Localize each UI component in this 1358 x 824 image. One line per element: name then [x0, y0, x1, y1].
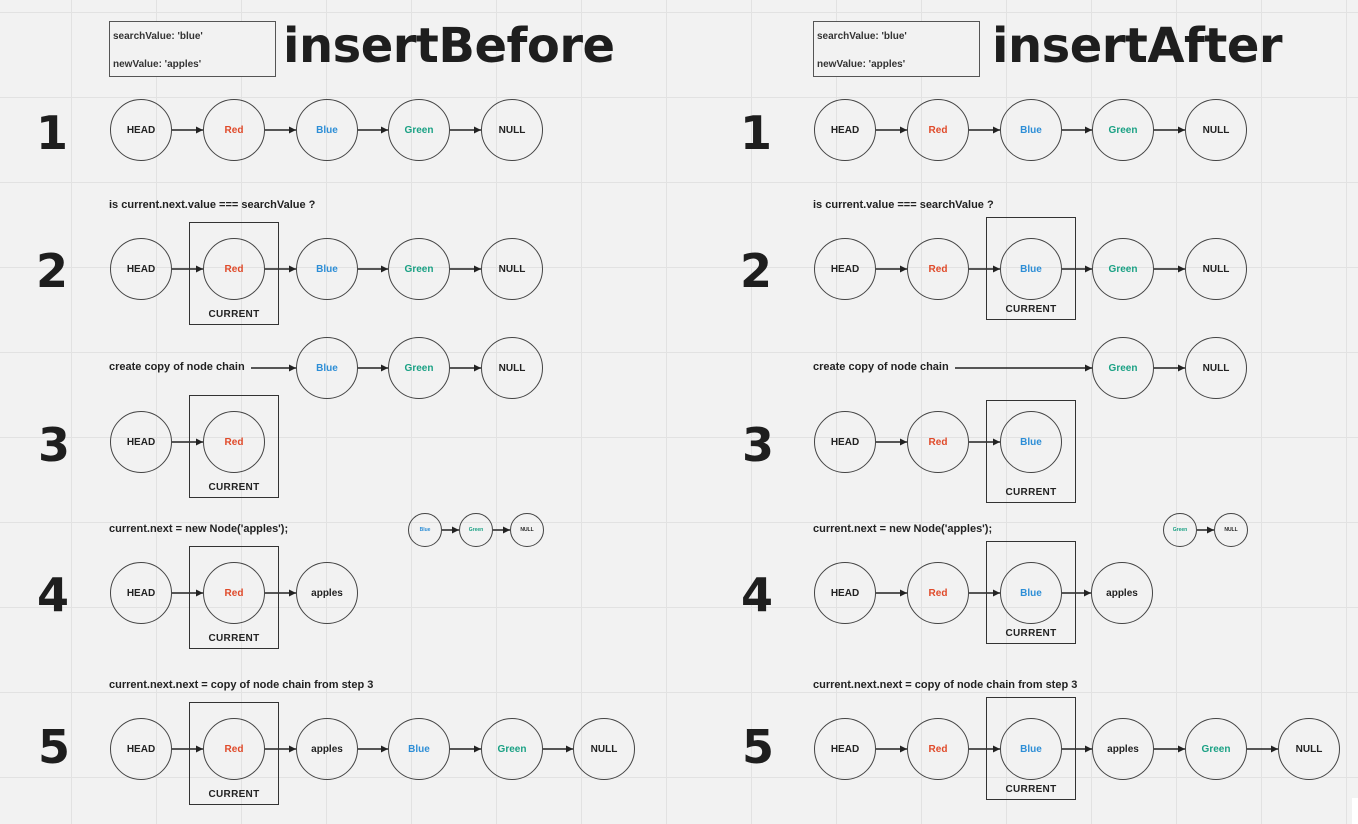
- left-s5-current-frame: CURRENT: [189, 702, 279, 805]
- current-label: CURRENT: [208, 482, 260, 493]
- right-s4-mini-node-green-0: Green: [1163, 513, 1197, 547]
- left-s2-node-red-1: Red: [203, 238, 265, 300]
- current-label: CURRENT: [1005, 628, 1057, 639]
- scroll-indicator[interactable]: [1352, 798, 1358, 824]
- current-label: CURRENT: [1005, 487, 1057, 498]
- left-s3-copy-node-green-1: Green: [388, 337, 450, 399]
- right-s3-copy-node-null-1: NULL: [1185, 337, 1247, 399]
- right-s2-current-frame: CURRENT: [986, 217, 1076, 320]
- right-s1-node-head-0: HEAD: [814, 99, 876, 161]
- left-caption-5: current.next.next = copy of node chain f…: [109, 679, 374, 691]
- right-s4-node-head-0: HEAD: [814, 562, 876, 624]
- right-search-value: searchValue: 'blue': [817, 31, 907, 42]
- left-s4-mini-node-green-1: Green: [459, 513, 493, 547]
- right-s5-current-frame: CURRENT: [986, 697, 1076, 800]
- left-s4-mini-node-null-2: NULL: [510, 513, 544, 547]
- current-label: CURRENT: [208, 633, 260, 644]
- right-s1-node-null-4: NULL: [1185, 99, 1247, 161]
- left-s2-node-head-0: HEAD: [110, 238, 172, 300]
- left-caption-2: is current.next.value === searchValue ?: [109, 199, 316, 211]
- right-s1-node-red-1: Red: [907, 99, 969, 161]
- right-s2-node-null-4: NULL: [1185, 238, 1247, 300]
- left-s2-node-blue-2: Blue: [296, 238, 358, 300]
- left-step-2: 2: [36, 244, 69, 298]
- left-search-value: searchValue: 'blue': [113, 31, 203, 42]
- right-s5-node-green-4: Green: [1185, 718, 1247, 780]
- right-s3-node-red-1: Red: [907, 411, 969, 473]
- left-s1-node-head-0: HEAD: [110, 99, 172, 161]
- right-s5-node-red-1: Red: [907, 718, 969, 780]
- right-s3-current-frame: CURRENT: [986, 400, 1076, 503]
- right-s2-node-green-3: Green: [1092, 238, 1154, 300]
- left-s5-node-green-4: Green: [481, 718, 543, 780]
- right-s1-node-green-3: Green: [1092, 99, 1154, 161]
- current-label: CURRENT: [208, 789, 260, 800]
- left-info-box: searchValue: 'blue' newValue: 'apples': [109, 21, 276, 77]
- left-s2-current-frame: CURRENT: [189, 222, 279, 325]
- left-s3-copy-node-blue-0: Blue: [296, 337, 358, 399]
- right-s4-mini-node-null-1: NULL: [1214, 513, 1248, 547]
- right-s1-node-blue-2: Blue: [1000, 99, 1062, 161]
- right-s5-node-head-0: HEAD: [814, 718, 876, 780]
- right-step-2: 2: [740, 244, 773, 298]
- right-title: insertAfter: [992, 18, 1283, 74]
- current-label: CURRENT: [208, 309, 260, 320]
- left-s4-node-red-1: Red: [203, 562, 265, 624]
- right-info-box: searchValue: 'blue' newValue: 'apples': [813, 21, 980, 77]
- right-s4-node-apples-3: apples: [1091, 562, 1153, 624]
- right-caption-4: current.next = new Node('apples');: [813, 523, 993, 535]
- right-caption-2: is current.value === searchValue ?: [813, 199, 994, 211]
- right-new-value: newValue: 'apples': [817, 59, 906, 70]
- right-caption-3: create copy of node chain: [813, 361, 949, 373]
- left-s2-node-green-3: Green: [388, 238, 450, 300]
- left-s4-mini-node-blue-0: Blue: [408, 513, 442, 547]
- left-caption-4: current.next = new Node('apples');: [109, 523, 289, 535]
- left-s1-node-red-1: Red: [203, 99, 265, 161]
- left-s4-current-frame: CURRENT: [189, 546, 279, 649]
- left-step-4: 4: [37, 568, 70, 622]
- left-s4-node-head-0: HEAD: [110, 562, 172, 624]
- right-s3-node-blue-2: Blue: [1000, 411, 1062, 473]
- right-s5-node-blue-2: Blue: [1000, 718, 1062, 780]
- right-step-4: 4: [741, 568, 774, 622]
- left-s3-current-frame: CURRENT: [189, 395, 279, 498]
- right-s4-node-blue-2: Blue: [1000, 562, 1062, 624]
- right-s2-node-red-1: Red: [907, 238, 969, 300]
- left-s3-node-head-0: HEAD: [110, 411, 172, 473]
- left-title: insertBefore: [283, 18, 615, 74]
- right-s5-node-apples-3: apples: [1092, 718, 1154, 780]
- left-s4-node-apples-2: apples: [296, 562, 358, 624]
- left-step-1: 1: [36, 106, 69, 160]
- right-step-1: 1: [740, 106, 773, 160]
- left-s5-node-blue-3: Blue: [388, 718, 450, 780]
- right-step-5: 5: [742, 720, 775, 774]
- left-caption-3: create copy of node chain: [109, 361, 245, 373]
- right-caption-5: current.next.next = copy of node chain f…: [813, 679, 1078, 691]
- left-step-3: 3: [38, 418, 71, 472]
- left-s5-node-red-1: Red: [203, 718, 265, 780]
- left-new-value: newValue: 'apples': [113, 59, 202, 70]
- right-s3-node-head-0: HEAD: [814, 411, 876, 473]
- left-s3-copy-node-null-2: NULL: [481, 337, 543, 399]
- right-s5-node-null-5: NULL: [1278, 718, 1340, 780]
- left-s5-node-apples-2: apples: [296, 718, 358, 780]
- left-s1-node-null-4: NULL: [481, 99, 543, 161]
- left-s1-node-blue-2: Blue: [296, 99, 358, 161]
- left-s5-node-head-0: HEAD: [110, 718, 172, 780]
- right-s4-current-frame: CURRENT: [986, 541, 1076, 644]
- right-step-3: 3: [742, 418, 775, 472]
- right-s2-node-head-0: HEAD: [814, 238, 876, 300]
- current-label: CURRENT: [1005, 304, 1057, 315]
- left-step-5: 5: [38, 720, 71, 774]
- right-s3-copy-node-green-0: Green: [1092, 337, 1154, 399]
- left-s1-node-green-3: Green: [388, 99, 450, 161]
- left-s2-node-null-4: NULL: [481, 238, 543, 300]
- left-s5-node-null-5: NULL: [573, 718, 635, 780]
- left-s3-node-red-1: Red: [203, 411, 265, 473]
- right-s4-node-red-1: Red: [907, 562, 969, 624]
- right-s2-node-blue-2: Blue: [1000, 238, 1062, 300]
- current-label: CURRENT: [1005, 784, 1057, 795]
